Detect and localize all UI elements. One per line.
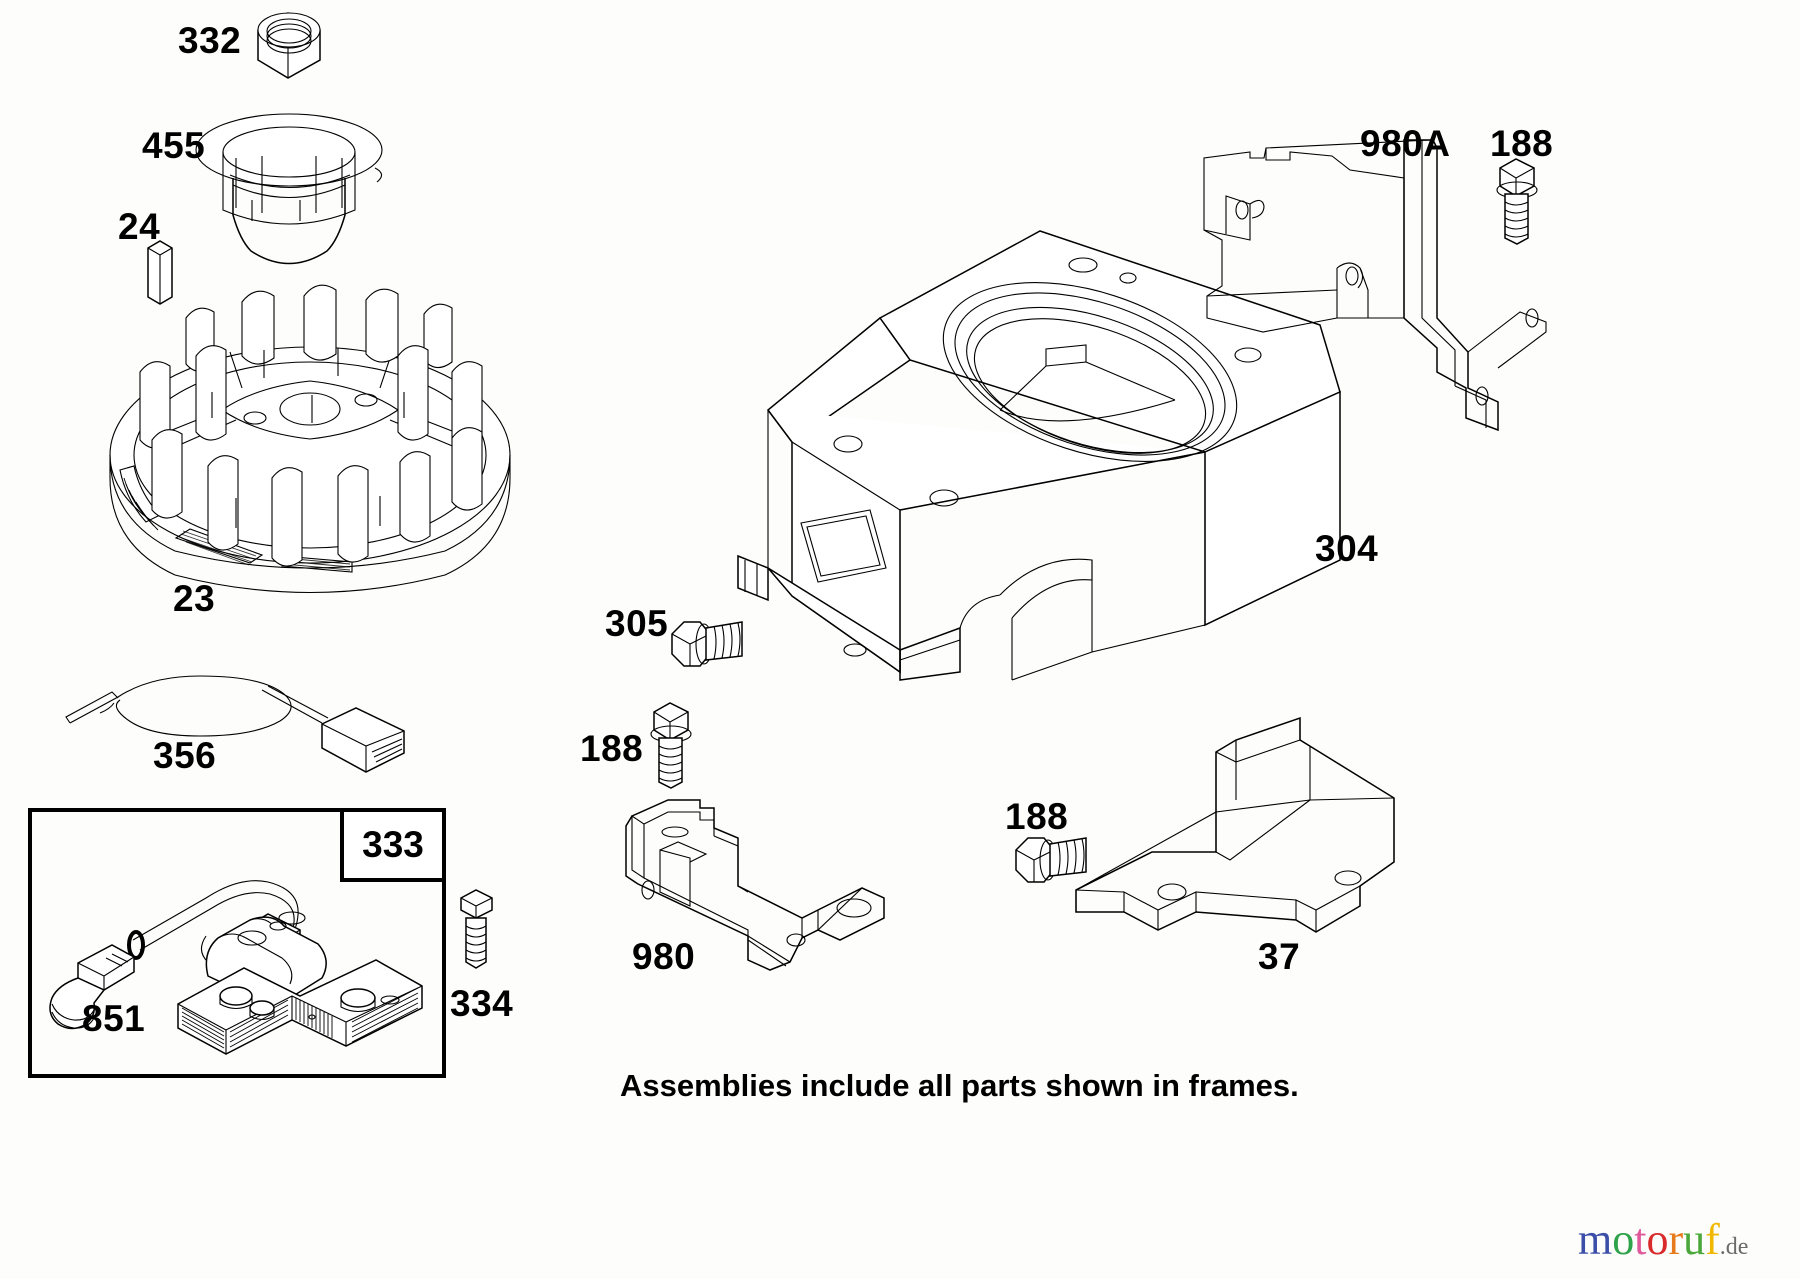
callout-304: 304 xyxy=(1315,528,1379,569)
callout-24: 24 xyxy=(118,206,161,247)
hex-flange-bolt-right-drawing xyxy=(1015,837,1087,883)
watermark-letter-f: f xyxy=(1705,1215,1720,1264)
callout-851: 851 xyxy=(82,998,146,1039)
watermark-letter-u: u xyxy=(1683,1215,1706,1264)
air-guide-bracket-drawing xyxy=(1203,139,1547,432)
callout-332: 332 xyxy=(178,20,242,61)
assembly-frame-tag-label: 333 xyxy=(362,824,424,865)
callout-455: 455 xyxy=(142,125,206,166)
flywheel-drawing xyxy=(109,284,511,593)
assembly-frame-tag-333: 333 xyxy=(340,808,446,882)
hex-flange-bolt-top-drawing xyxy=(1496,158,1538,245)
watermark-suffix: .de xyxy=(1719,1234,1749,1260)
watermark-letter-m: m xyxy=(1578,1215,1613,1264)
callout-188-top: 188 xyxy=(1490,123,1554,164)
watermark-letter-t: t xyxy=(1634,1215,1647,1264)
coil-screw-drawing xyxy=(460,889,493,969)
starter-cup-drawing xyxy=(195,113,383,265)
callout-188-right: 188 xyxy=(1005,796,1069,837)
ground-wire-drawing xyxy=(65,675,405,773)
callout-305: 305 xyxy=(605,603,669,644)
callout-356: 356 xyxy=(153,735,217,776)
watermark-letter-r: r xyxy=(1668,1215,1684,1264)
callout-980: 980 xyxy=(632,936,696,977)
blower-housing-drawing xyxy=(737,230,1341,681)
ignition-coil-drawing xyxy=(49,880,423,1055)
callout-980A: 980A xyxy=(1360,123,1451,164)
watermark-letter-o2: o xyxy=(1646,1215,1669,1264)
flywheel-key-drawing xyxy=(147,240,173,305)
callout-37: 37 xyxy=(1258,936,1301,977)
blower-housing-bolt-drawing xyxy=(671,621,743,667)
callout-188-mid: 188 xyxy=(580,728,644,769)
callout-23: 23 xyxy=(173,578,216,619)
frames-footnote: Assemblies include all parts shown in fr… xyxy=(620,1068,1299,1103)
assembly-frame-333 xyxy=(28,808,446,1078)
control-bracket-drawing xyxy=(625,799,885,971)
heat-shield-drawing xyxy=(1075,716,1395,933)
watermark-letter-o1: o xyxy=(1612,1215,1635,1264)
watermark-motoruf: motoruf.de xyxy=(1578,1218,1748,1262)
hex-flange-bolt-mid-drawing xyxy=(650,702,692,789)
callout-334: 334 xyxy=(450,983,514,1024)
hex-nut-drawing xyxy=(257,12,321,79)
